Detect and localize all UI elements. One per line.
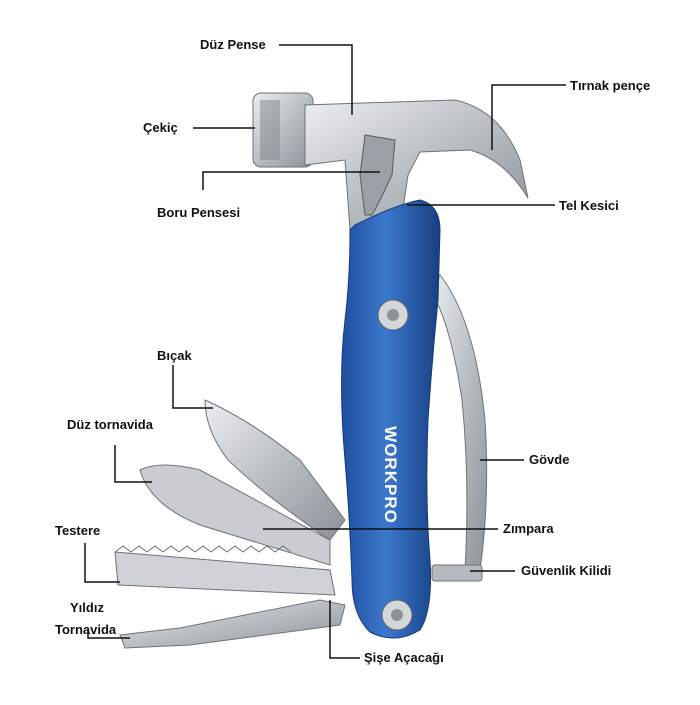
- leader-boru-pensesi: [202, 171, 380, 190]
- label-guvenlik-kilidi: Güvenlik Kilidi: [521, 563, 612, 578]
- phillips-screwdriver: [119, 599, 346, 649]
- label-tirnak-pence: Tırnak pençe: [570, 78, 651, 93]
- brand-logo-text: WORKPRO: [381, 426, 400, 524]
- hammer-head-with-claw: [304, 99, 529, 231]
- safety-lock: [431, 564, 483, 582]
- label-tornavida: Tornavida: [55, 622, 117, 637]
- label-bicak: Bıçak: [157, 348, 192, 363]
- rivet-bottom: [381, 599, 413, 631]
- saw-teeth: [114, 545, 292, 553]
- label-boru-pensesi: Boru Pensesi: [157, 205, 241, 220]
- label-duz-pense: Düz Pense: [200, 37, 266, 52]
- label-duz-tornavida: Düz tornavida: [67, 417, 153, 432]
- leader-yildiz-tornavida: [87, 630, 130, 639]
- label-cekic: Çekiç: [143, 120, 178, 135]
- flat-screwdriver-file: [139, 464, 331, 566]
- leader-testere: [84, 543, 120, 583]
- leader-sise-acacagi: [329, 600, 360, 659]
- label-govde: Gövde: [529, 452, 570, 467]
- plier-jaws: [359, 134, 396, 216]
- leader-duz-tornavida: [114, 445, 152, 483]
- leader-tirnak-pence: [491, 84, 566, 150]
- leader-bicak: [172, 365, 213, 409]
- saw-blade: [114, 551, 336, 596]
- label-tel-kesici: Tel Kesici: [559, 198, 619, 213]
- label-sise-acacagi: Şişe Açacağı: [364, 650, 444, 665]
- hammer-face: [252, 92, 314, 168]
- label-zimpara: Zımpara: [503, 521, 554, 536]
- leader-duz-pense: [279, 44, 353, 115]
- blue-handle: [341, 199, 441, 639]
- knife-blade: [204, 399, 346, 541]
- rivet-top: [377, 299, 409, 331]
- body-arm: [429, 274, 488, 571]
- label-yildiz: Yıldız: [70, 600, 104, 615]
- leader-lines: [84, 44, 566, 659]
- label-testere: Testere: [55, 523, 101, 538]
